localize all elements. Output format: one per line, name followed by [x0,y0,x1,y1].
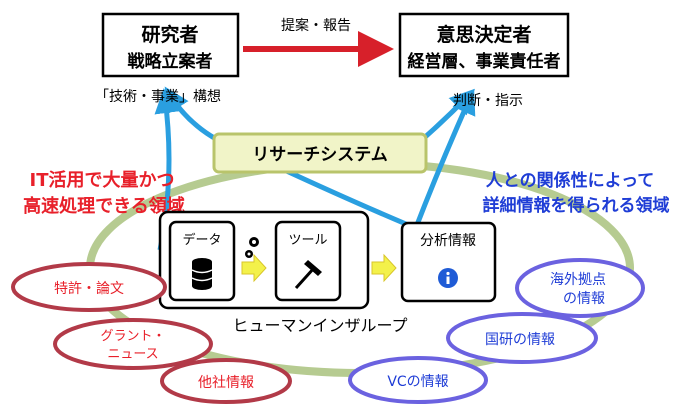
researcher-subtitle: 戦略立案者 [128,51,213,72]
blue-source-ovals: 海外拠点 の情報 国研の情報 VCの情報 [348,258,645,404]
national-lab-label: 国研の情報 [485,332,555,348]
proposal-label: 提案・報告 [281,17,351,34]
overseas-oval [515,258,645,318]
right-domain-line1: 人との関係性によって [486,170,654,191]
overseas-label-1: 海外拠点 [550,272,606,288]
left-domain-line1: IT活用で大量かつ [30,169,175,191]
researcher-caption: 「技術・事業」構想 [95,89,221,105]
patent-oval [11,262,167,312]
analysis-box [400,221,497,303]
yellow-arrow-1 [241,253,267,283]
decision-maker-caption: 判断・指示 [453,93,523,109]
vc-oval [348,356,488,404]
info-icon [438,268,458,288]
left-domain-line2: 高速処理できる領域 [23,195,185,217]
grant-label-2: ニュース [107,347,158,362]
yellow-arrow-2 [371,253,397,283]
arrow-analysis-to-decision [412,88,476,231]
decision-maker-box [398,12,570,78]
data-label: データ [182,232,221,248]
grant-label-1: グラント・ [100,329,165,344]
red-source-ovals: 特許・論文 グラント・ ニュース 他社情報 [11,262,292,404]
competitor-oval [160,358,292,404]
national-lab-oval [446,312,598,364]
decision-maker-subtitle: 経営層、事業責任者 [408,51,561,72]
gears-icon [245,237,259,258]
decision-maker-title: 意思決定者 [436,23,531,46]
right-domain-line2: 詳細情報を得られる領域 [483,195,670,216]
vc-label: VCの情報 [387,374,448,390]
analysis-label: 分析情報 [420,233,476,249]
hammer-icon [294,260,322,290]
grant-oval [53,318,213,370]
patent-label: 特許・論文 [54,281,124,297]
researcher-title: 研究者 [141,23,198,46]
competitor-label: 他社情報 [198,375,254,391]
tool-label: ツール [288,233,327,248]
database-icon [191,258,213,290]
overseas-label-2: の情報 [563,291,605,307]
researcher-box [101,12,240,78]
research-system-label: リサーチシステム [252,145,388,165]
loop-label: ヒューマンインザループ [232,316,407,335]
research-system-box [212,132,428,174]
